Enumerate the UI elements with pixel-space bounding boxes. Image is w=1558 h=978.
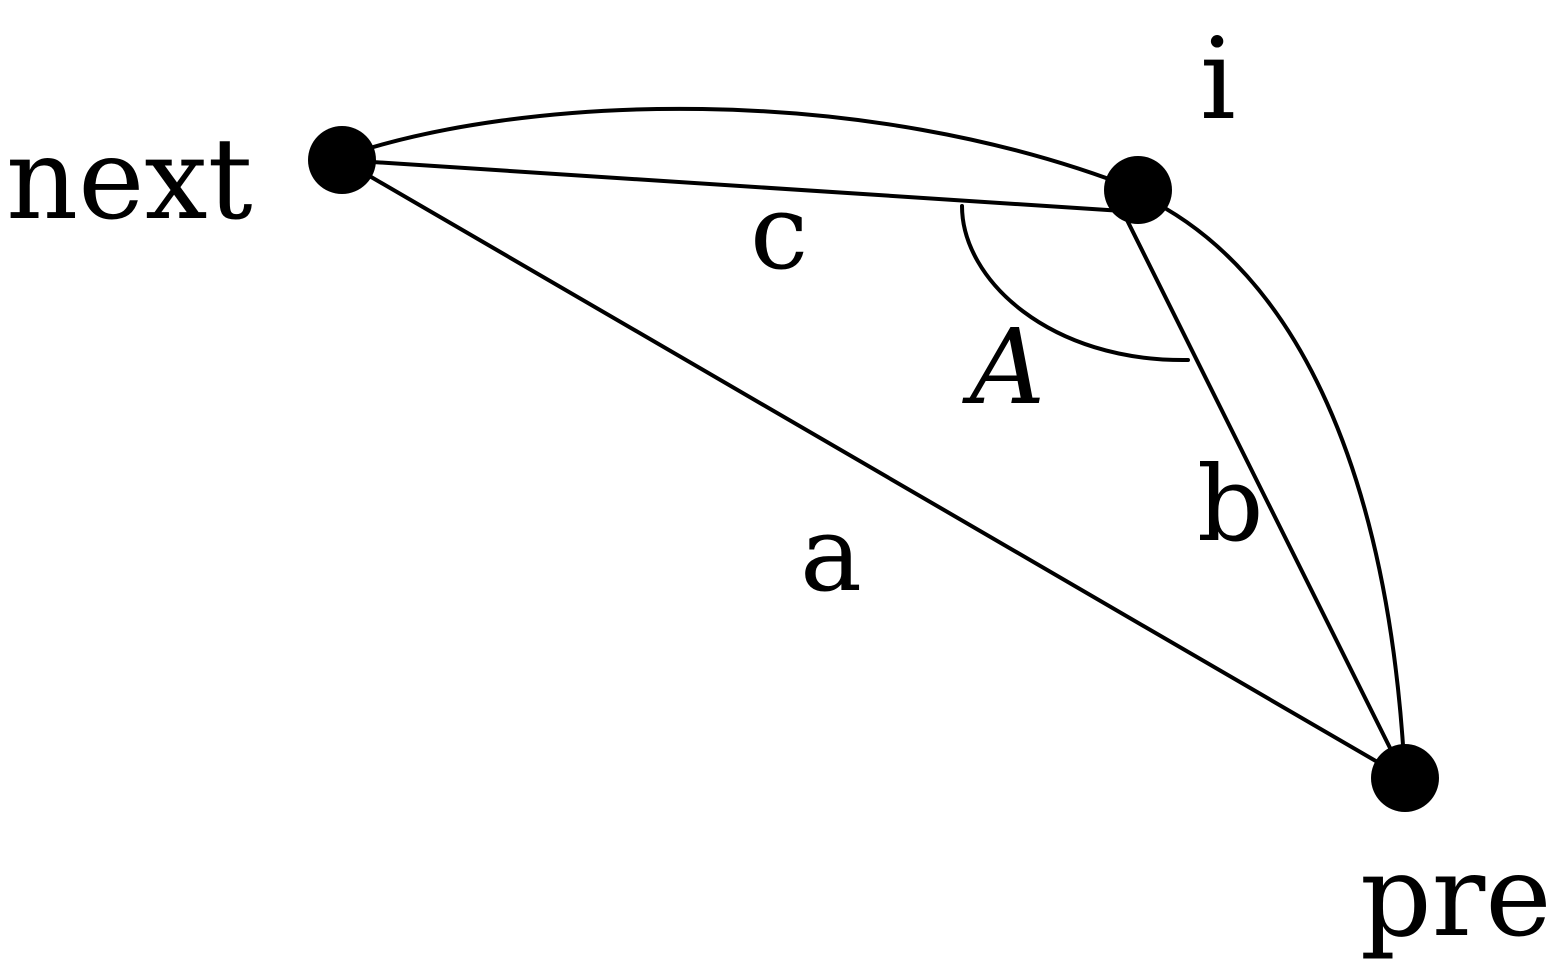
arc-i-pre [1138, 193, 1407, 780]
label-edge-b: b [1197, 443, 1264, 565]
edge-a [340, 158, 1407, 780]
edge-c [340, 158, 1140, 214]
arc-next-i [340, 106, 1140, 192]
label-edge-c: c [750, 171, 808, 293]
vertex-i [1104, 156, 1172, 224]
label-next: next [6, 115, 253, 245]
label-angle-A: A [962, 306, 1045, 428]
label-i: i [1200, 15, 1236, 145]
angle-arc [960, 204, 1190, 363]
edge-b [1121, 210, 1407, 780]
label-edge-a: a [800, 493, 862, 615]
vertex-next [308, 126, 376, 194]
vertex-pre [1371, 744, 1439, 812]
label-pre: pre [1360, 832, 1552, 962]
